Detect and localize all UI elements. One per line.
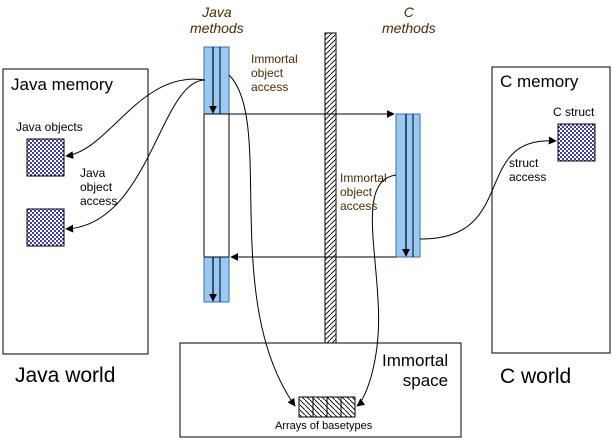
immortal-access-top-label: Immortal object access bbox=[251, 52, 298, 94]
java-object-access-label: Java object access bbox=[80, 166, 118, 208]
java-method-column bbox=[203, 113, 230, 258]
c-method-bar bbox=[395, 113, 421, 258]
java-memory-box bbox=[2, 68, 149, 355]
immortal-space-box bbox=[179, 342, 462, 438]
immortal-access-curve-c bbox=[356, 174, 397, 407]
java-method-bar-bottom bbox=[203, 256, 230, 303]
c-methods-title: C methods bbox=[382, 4, 436, 37]
immortal-access-mid-label: Immortal object access bbox=[340, 171, 387, 213]
java-method-bar-top bbox=[203, 46, 230, 115]
immortal-access-curve-java bbox=[228, 74, 296, 407]
c-struct-object bbox=[557, 123, 596, 162]
struct-access-curve bbox=[419, 136, 557, 240]
arrays-of-basetypes-label: Arrays of basetypes bbox=[275, 420, 373, 432]
c-world-label: C world bbox=[500, 365, 572, 388]
java-object-1 bbox=[26, 138, 65, 177]
c-struct-label: C struct bbox=[553, 105, 595, 119]
immortal-space-label: Immortal space bbox=[382, 351, 449, 390]
boundary-wall bbox=[324, 32, 337, 344]
java-methods-title: Java methods bbox=[190, 4, 244, 37]
c-memory-label: C memory bbox=[500, 72, 579, 91]
java-object-2 bbox=[26, 208, 65, 247]
java-world-label: Java world bbox=[15, 364, 116, 387]
c-memory-box bbox=[491, 66, 611, 354]
java-memory-label: Java memory bbox=[11, 75, 114, 94]
java-access-curve-2 bbox=[65, 79, 206, 233]
java-access-curve-1 bbox=[65, 78, 206, 159]
java-objects-label: Java objects bbox=[16, 120, 83, 134]
struct-access-label: struct access bbox=[509, 156, 547, 184]
